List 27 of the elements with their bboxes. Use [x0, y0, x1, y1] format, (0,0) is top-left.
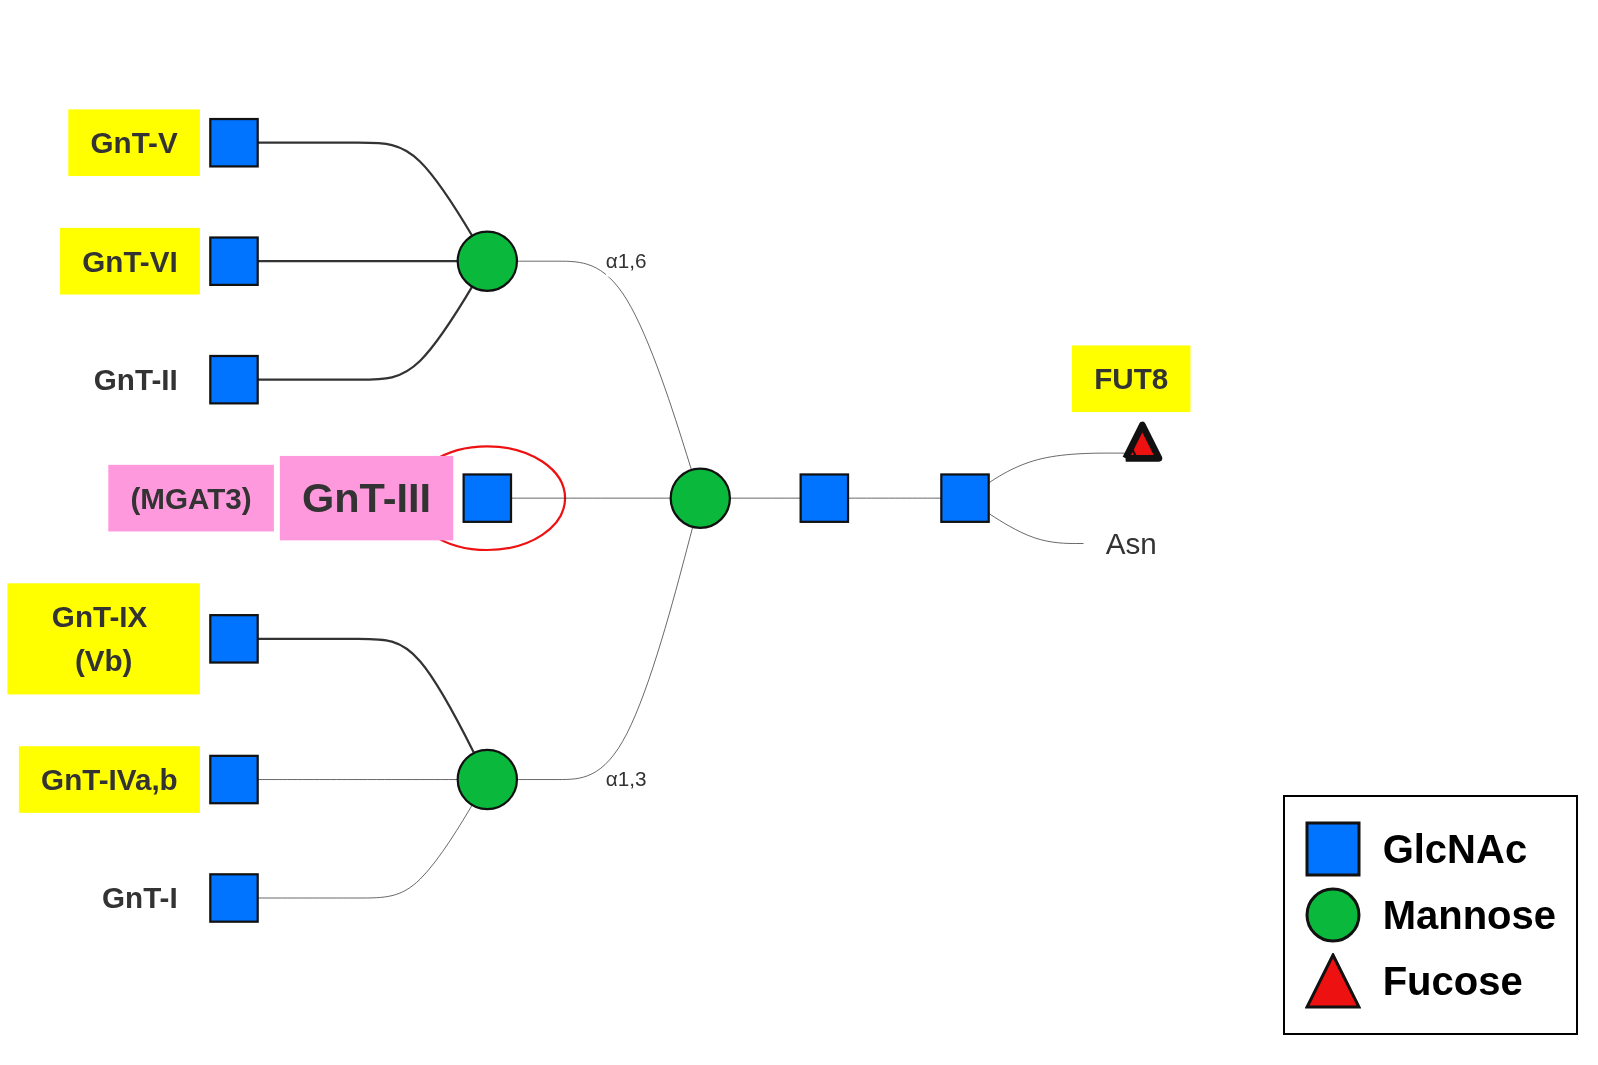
legend-label: GlcNAc: [1382, 826, 1528, 872]
node-box: [209, 236, 259, 286]
node-box: [209, 613, 259, 664]
node-text: Asn: [1105, 526, 1157, 560]
edge-label: α1,3: [605, 767, 647, 791]
node-circle: [456, 748, 519, 810]
node-circle: [669, 467, 732, 529]
node-box: [209, 754, 259, 804]
node-box: [209, 354, 259, 405]
node-label: (MGAT3): [130, 481, 252, 515]
legend-label: Fucose: [1382, 958, 1523, 1004]
node-label: GnT-IVa,b: [41, 762, 178, 796]
node-box: [209, 872, 259, 923]
node-label: GnT-III: [302, 474, 432, 521]
node-box: [209, 117, 259, 168]
node-label: GnT-I: [102, 881, 178, 914]
node-label: GnT-II: [93, 363, 178, 396]
node-label: GnT-V: [90, 126, 178, 159]
node-circle: [456, 230, 519, 292]
node-box: [462, 472, 513, 523]
legend-label: Mannose: [1382, 892, 1556, 938]
node-box: [940, 472, 990, 523]
node-label: FUT8: [1094, 362, 1169, 395]
node-label: GnT-IX (Vb): [51, 599, 148, 677]
edge-label: α1,6: [605, 248, 647, 272]
node-box: [799, 472, 850, 523]
node-label: GnT-VI: [82, 244, 178, 278]
